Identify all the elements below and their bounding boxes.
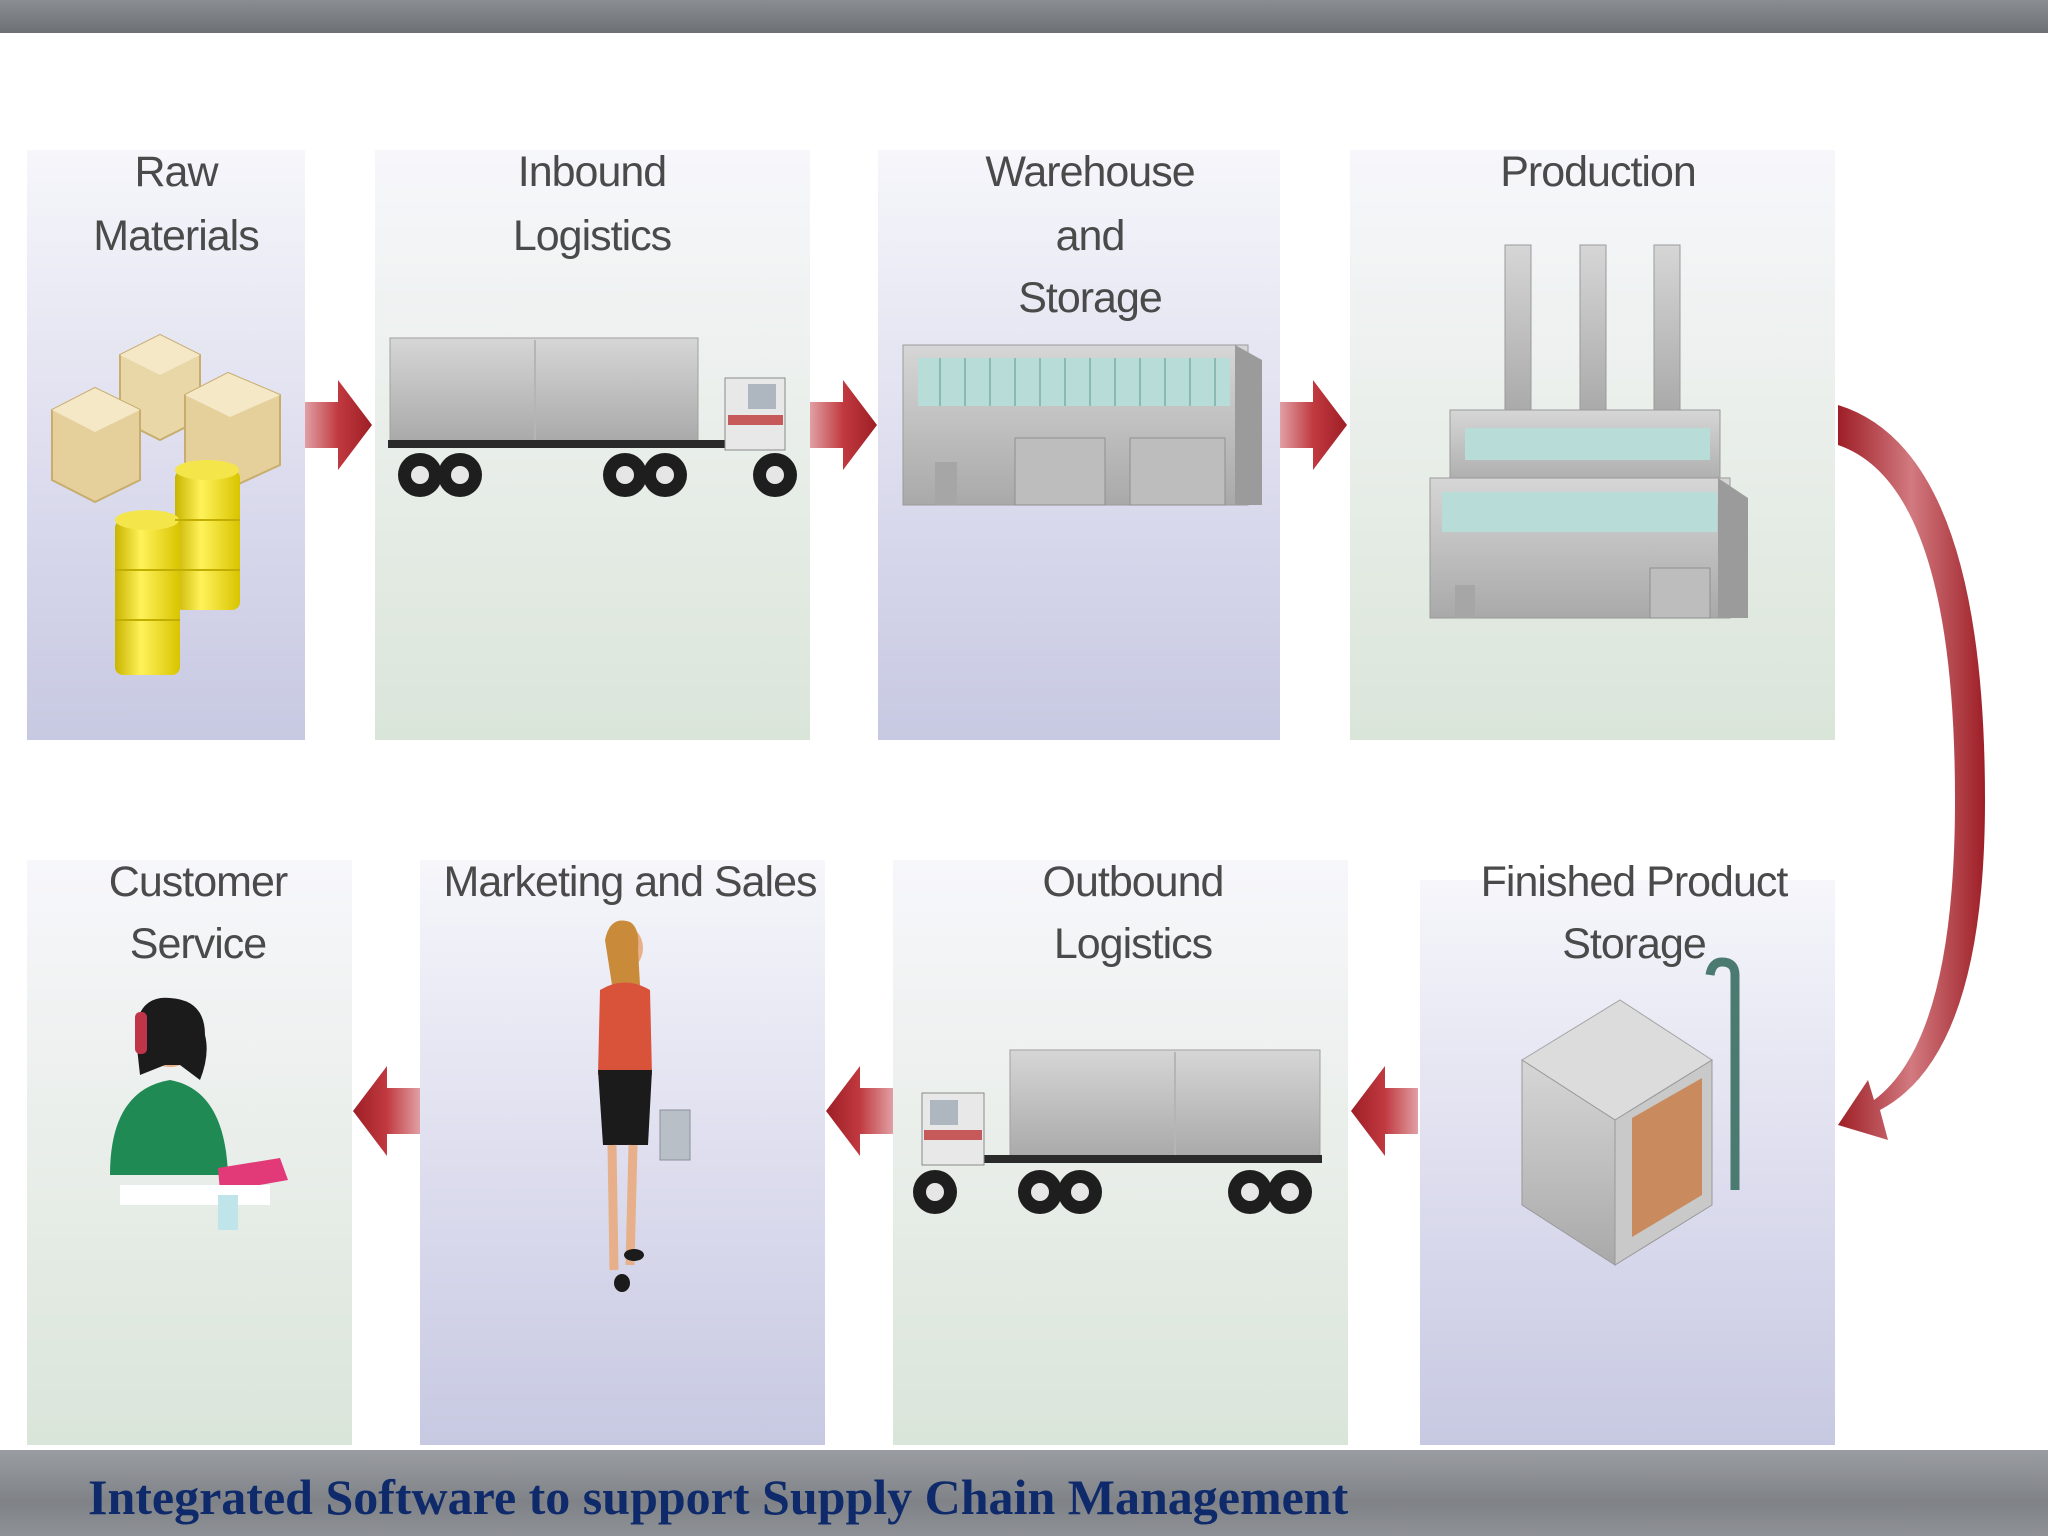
bottom-bar	[0, 1450, 2048, 1536]
label-raw-materials-1: Raw	[134, 148, 219, 196]
label-production: Production	[1500, 148, 1696, 196]
supply-chain-diagram: Raw Materials Inbound Logistics Warehous…	[27, 148, 1985, 1445]
label-inbound-1: Inbound	[518, 148, 666, 196]
arrow-finished-to-outbound	[1351, 1066, 1418, 1156]
label-finished-2: Storage	[1562, 920, 1706, 968]
label-warehouse-3: Storage	[1018, 274, 1162, 322]
storage-box-icon	[1521, 957, 1740, 1266]
label-inbound-2: Logistics	[513, 212, 671, 260]
label-marketing-sales: Marketing and Sales	[444, 858, 817, 906]
warehouse-icon	[902, 344, 1262, 506]
outbound-truck-icon	[913, 1049, 1322, 1214]
customer-service-agent-icon	[110, 997, 288, 1230]
arrow-raw-to-inbound	[305, 380, 372, 470]
label-outbound-2: Logistics	[1054, 920, 1212, 968]
label-warehouse-2: and	[1056, 212, 1125, 260]
inbound-truck-icon	[388, 337, 797, 497]
label-raw-materials-2: Materials	[93, 212, 258, 260]
top-bar	[0, 0, 2048, 33]
arrow-warehouse-to-production	[1280, 380, 1347, 470]
salesperson-icon	[598, 920, 691, 1292]
arrow-outbound-to-marketing	[826, 1066, 893, 1156]
arrow-marketing-to-customer-service	[353, 1066, 420, 1156]
label-outbound-1: Outbound	[1043, 858, 1224, 906]
slide-title: Integrated Software to support Supply Ch…	[88, 1469, 1349, 1525]
raw-materials-icon	[51, 333, 281, 675]
factory-icon	[1429, 244, 1748, 619]
label-warehouse-1: Warehouse	[985, 148, 1194, 196]
label-finished-1: Finished Product	[1481, 858, 1789, 906]
label-customer-service-2: Service	[130, 920, 266, 968]
label-customer-service-1: Customer	[109, 858, 288, 906]
arrow-inbound-to-warehouse	[810, 380, 877, 470]
arrow-production-to-finished-storage	[1838, 405, 1985, 1140]
